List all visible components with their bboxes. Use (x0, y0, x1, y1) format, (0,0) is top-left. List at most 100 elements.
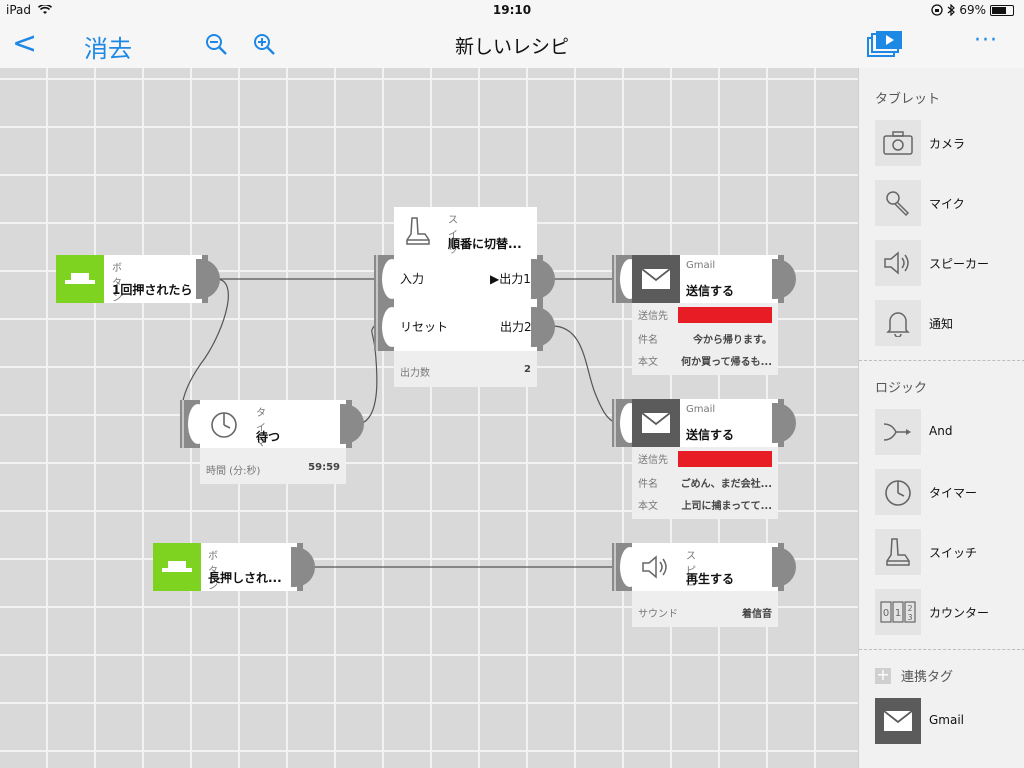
palette-item-timer[interactable]: タイマー (875, 469, 1015, 515)
add-tag-button[interactable]: + (875, 664, 891, 684)
switch-input-label: 入力 (400, 272, 425, 286)
node-action: 送信する (686, 428, 735, 442)
palette-item-switch[interactable]: スイッチ (875, 529, 1015, 575)
recipe-canvas[interactable]: ボタン 1回押されたら スイッチ 順番に切替... 入力 リセット ▶出力1 出… (0, 68, 858, 768)
output-port[interactable] (772, 255, 798, 303)
device-name: iPad (6, 3, 32, 17)
input-port-1[interactable] (374, 255, 402, 303)
palette-item-and[interactable]: And (875, 409, 1015, 455)
integration-tags-header: + 連携タグ (875, 666, 953, 685)
switch-node-body (394, 255, 537, 351)
output-port[interactable] (340, 400, 366, 448)
play-slides-icon[interactable] (866, 30, 904, 58)
redacted-recipient (678, 307, 772, 323)
switch-icon (875, 529, 921, 575)
button-node-2-body (201, 543, 297, 591)
svg-text:3: 3 (907, 613, 912, 622)
param-key: 本文 (638, 357, 658, 368)
button-icon (153, 543, 201, 591)
param-key: 送信先 (638, 455, 668, 466)
input-port[interactable] (612, 543, 640, 591)
button-node-1-body (104, 255, 202, 303)
param-value: 着信音 (742, 609, 772, 620)
palette-item-mic[interactable]: マイク (875, 180, 1015, 226)
palette-item-label: スイッチ (929, 546, 978, 560)
palette-item-speaker[interactable]: スピーカー (875, 240, 1015, 286)
palette-item-label: カウンター (929, 606, 990, 620)
clear-button[interactable]: 消去 (84, 35, 132, 63)
node-type: Gmail (686, 260, 716, 271)
integration-tags-title: 連携タグ (901, 670, 954, 685)
bell-icon (875, 300, 921, 346)
param-key: 件名 (638, 479, 658, 490)
param-value: 59:59 (308, 462, 340, 473)
palette-item-label: スピーカー (929, 257, 990, 271)
section-divider (859, 649, 1024, 650)
param-value: ごめん、まだ会社... (680, 479, 772, 490)
palette-item-counter[interactable]: 0 1 2 3 カウンター (875, 589, 1015, 635)
param-value: 上司に捕まってて... (681, 501, 773, 512)
zoom-in-icon[interactable] (252, 32, 276, 56)
gmail-node-2-header (680, 399, 778, 447)
input-port[interactable] (612, 399, 640, 447)
gmail-2-params[interactable]: 送信先 件名 ごめん、まだ会社... 本文 上司に捕まってて... (632, 447, 778, 519)
palette-item-label: 通知 (929, 317, 954, 331)
switch-icon (394, 207, 442, 255)
switch-output2-label: 出力2 (500, 320, 532, 334)
param-value: 何か買って帰るも... (681, 357, 772, 368)
mail-icon (875, 698, 921, 744)
node-action: 送信する (686, 284, 735, 298)
wire-switch-gmail2 (551, 325, 617, 424)
more-button[interactable]: ··· (974, 28, 998, 53)
speaker-params[interactable]: サウンド 着信音 (632, 591, 778, 627)
mail-icon (632, 255, 680, 303)
palette-item-label: カメラ (929, 137, 966, 151)
output-port-2[interactable] (531, 303, 557, 351)
palette-item-camera[interactable]: カメラ (875, 120, 1015, 166)
output-port[interactable] (772, 543, 798, 591)
svg-text:2: 2 (907, 604, 912, 613)
wifi-icon (37, 3, 52, 14)
status-bar: iPad 19:10 69% (0, 0, 1024, 20)
param-key: 出力数 (400, 368, 430, 379)
param-key: 件名 (638, 335, 658, 346)
output-port[interactable] (772, 399, 798, 447)
output-port-1[interactable] (531, 255, 557, 303)
bluetooth-icon (947, 4, 956, 16)
switch-reset-label: リセット (400, 320, 449, 334)
output-port[interactable] (196, 255, 222, 303)
status-right: 69% (931, 3, 1014, 17)
zoom-out-icon[interactable] (204, 32, 228, 56)
and-icon (875, 409, 921, 455)
gmail-1-params[interactable]: 送信先 件名 今から帰ります。 本文 何か買って帰るも... (632, 303, 778, 375)
gmail-node-1-header (680, 255, 778, 303)
param-key: 送信先 (638, 311, 668, 322)
switch-output1-label: ▶出力1 (490, 272, 531, 286)
block-palette: タブレット カメラ マイク スピーカー 通知 ロジック And タ (858, 68, 1024, 768)
palette-item-notification[interactable]: 通知 (875, 300, 1015, 346)
input-port[interactable] (612, 255, 640, 303)
nav-bar: < 消去 新しいレシピ ··· (0, 20, 1024, 68)
counter-icon: 0 1 2 3 (875, 589, 921, 635)
clock: 19:10 (492, 3, 532, 17)
svg-text:1: 1 (895, 608, 901, 619)
palette-item-label: タイマー (929, 486, 978, 500)
palette-item-gmail[interactable]: Gmail (875, 698, 1015, 744)
palette-item-label: And (929, 424, 953, 438)
input-port-reset[interactable] (374, 303, 402, 351)
device-label: iPad (6, 3, 52, 17)
param-value: 2 (524, 364, 531, 375)
output-port[interactable] (291, 543, 317, 591)
palette-item-label: Gmail (929, 713, 965, 727)
back-button[interactable]: < (12, 26, 38, 61)
node-action: 1回押されたら (112, 283, 193, 297)
section-divider (859, 360, 1024, 361)
node-type: ボタン (208, 551, 218, 592)
node-action: 順番に切替... (448, 237, 522, 251)
input-port[interactable] (180, 400, 208, 448)
timer-params[interactable]: 時間 (分:秒) 59:59 (200, 448, 346, 484)
switch-params[interactable]: 出力数 2 (394, 351, 537, 387)
param-key: サウンド (638, 609, 678, 620)
mail-icon (632, 399, 680, 447)
speaker-icon (875, 240, 921, 286)
